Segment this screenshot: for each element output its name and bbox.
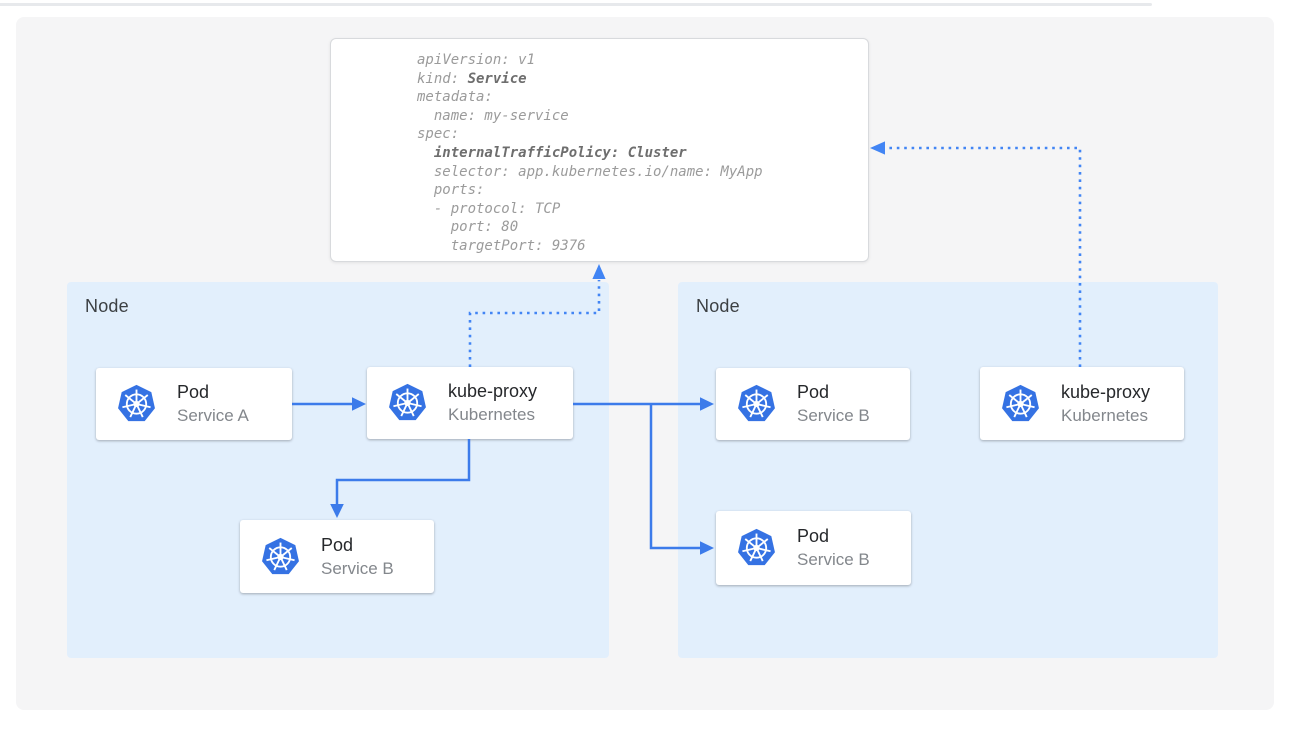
card-title: Pod [797,382,830,402]
node-box-2: Node [678,282,1218,658]
top-divider-rule [0,3,1152,6]
card-subtitle: Service A [177,406,249,425]
kubernetes-icon [260,536,301,578]
kube-proxy-card-node2: kube-proxy Kubernetes [980,367,1184,440]
pod-card-service-b-node2-bottom: Pod Service B [716,511,911,585]
card-subtitle: Kubernetes [448,405,535,424]
kubernetes-icon [387,382,428,424]
kubernetes-icon [1000,383,1041,425]
kube-proxy-card-node1: kube-proxy Kubernetes [367,367,573,439]
kubernetes-icon [736,383,777,425]
card-title: kube-proxy [1061,381,1151,402]
card-subtitle: Service B [797,550,870,569]
card-title: kube-proxy [448,381,538,401]
card-subtitle: Service B [321,558,394,578]
node-label: Node [85,296,129,316]
card-subtitle: Service B [797,406,870,425]
card-title: Pod [177,382,210,402]
card-title: Pod [797,526,830,546]
node-label: Node [696,296,740,316]
kubernetes-icon [736,527,777,569]
pod-card-service-a: Pod Service A [96,368,292,440]
pod-card-service-b-node2-top: Pod Service B [716,368,910,440]
card-title: Pod [321,534,354,555]
node-box-1: Node [67,282,609,658]
kubernetes-icon [116,383,157,425]
card-subtitle: Kubernetes [1061,405,1148,425]
pod-card-service-b-node1: Pod Service B [240,520,434,593]
